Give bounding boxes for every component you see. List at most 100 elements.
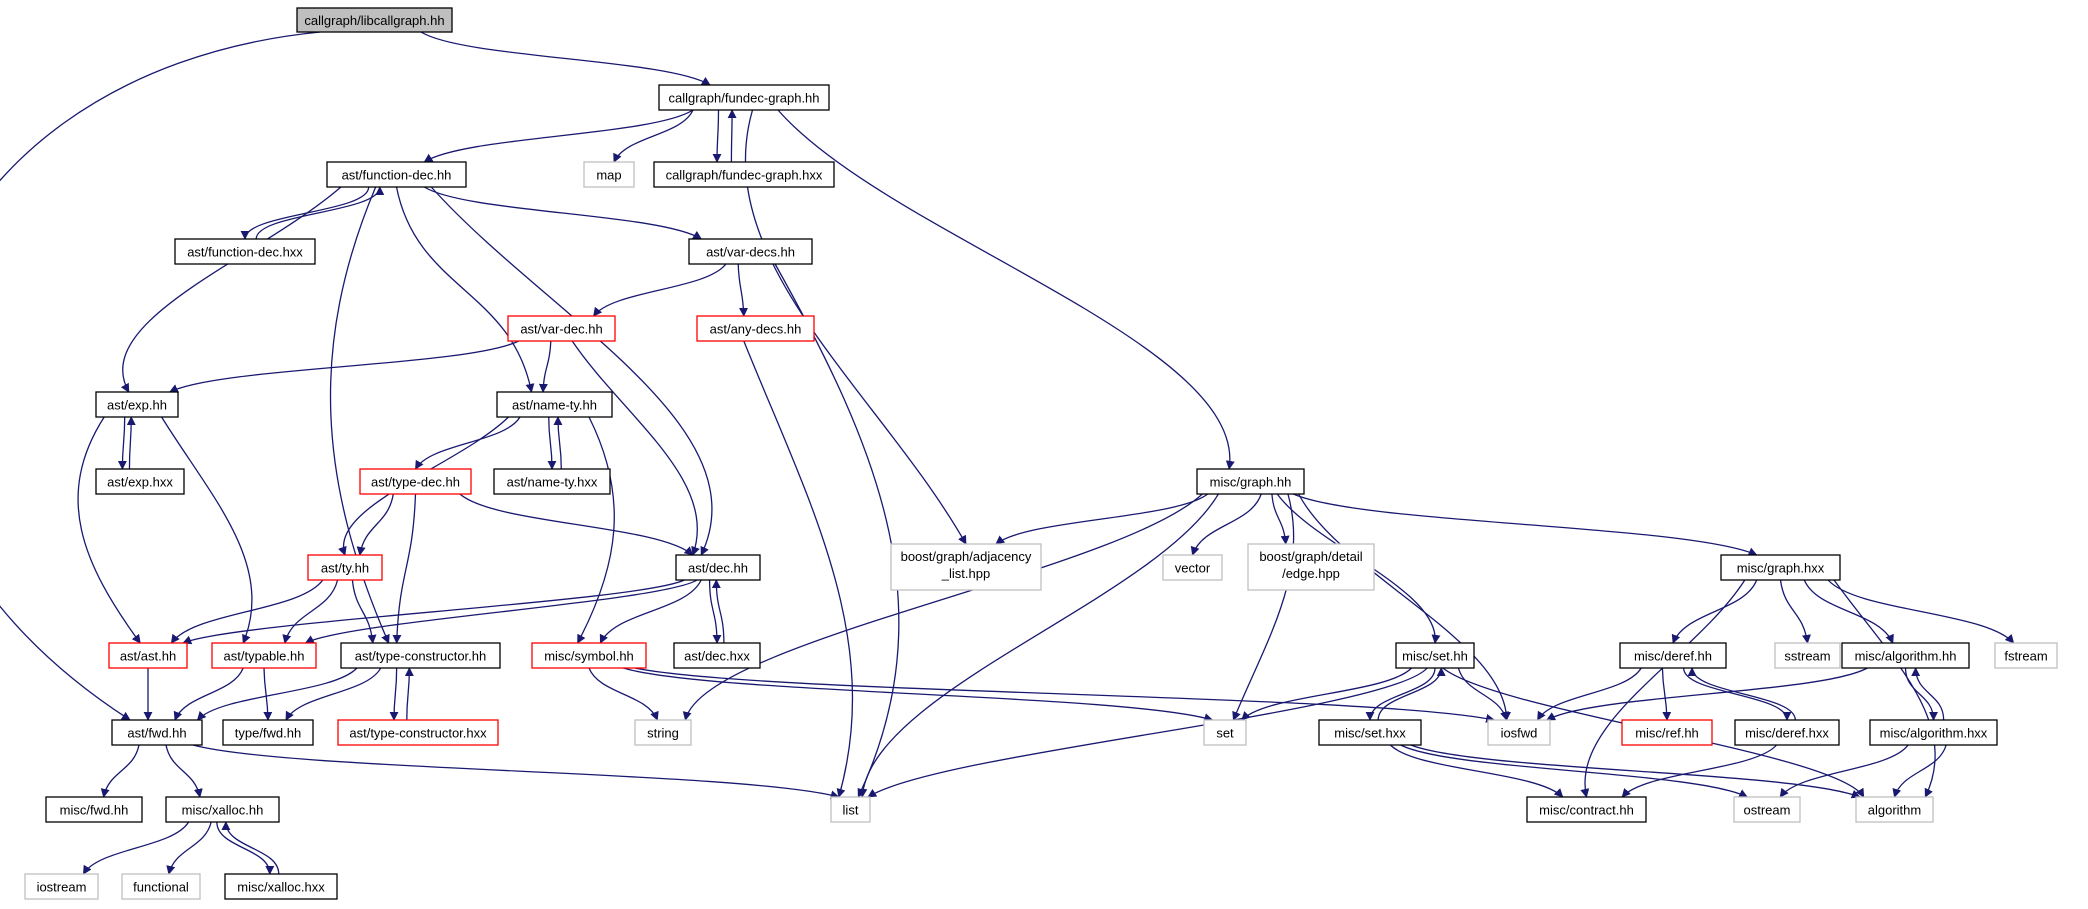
edge-xalloc-to-xalloc-hxx bbox=[216, 821, 275, 875]
node-sstream: sstream bbox=[1774, 642, 1841, 669]
node-label: misc/set.hxx bbox=[1334, 726, 1406, 741]
node-deref-hxx[interactable]: misc/deref.hxx bbox=[1734, 719, 1840, 746]
node-var-dec[interactable]: ast/var-dec.hh bbox=[507, 315, 616, 342]
node-label: misc/contract.hh bbox=[1539, 803, 1634, 818]
node-label: misc/graph.hh bbox=[1210, 475, 1292, 490]
node-contract[interactable]: misc/contract.hh bbox=[1526, 796, 1647, 823]
node-fwd[interactable]: ast/fwd.hh bbox=[111, 719, 203, 746]
node-type-dec[interactable]: ast/type-dec.hh bbox=[359, 468, 472, 495]
node-box bbox=[1203, 719, 1247, 746]
edge-name-ty-to-type-dec bbox=[414, 416, 521, 470]
node-label: type/fwd.hh bbox=[235, 726, 302, 741]
edge-function-dec-to-exp bbox=[120, 186, 342, 393]
node-label: misc/graph.hxx bbox=[1737, 561, 1825, 576]
node-set-hxx[interactable]: misc/set.hxx bbox=[1318, 719, 1422, 746]
node-graph[interactable]: misc/graph.hh bbox=[1196, 468, 1305, 495]
node-function-dec-hxx[interactable]: ast/function-dec.hxx bbox=[174, 238, 316, 265]
node-label: ast/name-ty.hxx bbox=[507, 475, 598, 490]
node-name-ty[interactable]: ast/name-ty.hh bbox=[496, 391, 613, 418]
node-label: misc/set.hh bbox=[1402, 649, 1468, 664]
node-fundec-graph-hxx[interactable]: callgraph/fundec-graph.hxx bbox=[653, 161, 835, 188]
node-label: vector bbox=[1175, 561, 1211, 576]
node-label: ast/exp.hxx bbox=[107, 475, 173, 490]
edge-name-ty-to-name-ty-hxx-back bbox=[553, 416, 563, 470]
edge-function-dec-to-dec bbox=[430, 186, 713, 556]
node-dec-hxx[interactable]: ast/dec.hxx bbox=[673, 642, 761, 669]
node-ty[interactable]: ast/ty.hh bbox=[307, 554, 383, 581]
edge-graph-hxx-to-fstream bbox=[1827, 579, 2015, 644]
edge-deref-to-deref-hxx bbox=[1682, 667, 1792, 721]
node-typable[interactable]: ast/typable.hh bbox=[211, 642, 317, 669]
edge-xalloc-to-iostream bbox=[82, 821, 190, 875]
node-box bbox=[1841, 642, 1970, 669]
node-label: algorithm bbox=[1868, 803, 1921, 818]
node-function-dec[interactable]: ast/function-dec.hh bbox=[326, 161, 467, 188]
edge-set-hxx-to-algorithm-std bbox=[1410, 744, 1861, 799]
node-ast[interactable]: ast/ast.hh bbox=[108, 642, 188, 669]
edge-algorithm-hh-to-algorithm-hxx-back bbox=[1911, 667, 1945, 721]
edge-graph-to-graph-hxx bbox=[1293, 493, 1758, 556]
node-exp-hxx[interactable]: ast/exp.hxx bbox=[95, 468, 185, 495]
node-label: misc/deref.hh bbox=[1634, 649, 1712, 664]
node-type-constructor[interactable]: ast/type-constructor.hh bbox=[340, 642, 501, 669]
edge-name-ty-to-name-ty-hxx bbox=[547, 416, 557, 470]
edge-fwd-to-misc-fwd bbox=[100, 744, 140, 798]
node-dec[interactable]: ast/dec.hh bbox=[675, 554, 761, 581]
node-var-decs[interactable]: ast/var-decs.hh bbox=[688, 238, 813, 265]
edge-var-decs-to-var-dec bbox=[593, 263, 727, 317]
edge-ty-to-ast bbox=[170, 579, 324, 644]
node-label: ast/dec.hxx bbox=[684, 649, 750, 664]
edge-graph-to-string bbox=[682, 493, 1203, 721]
node-adjacency: boost/graph/adjacency_list.hpp bbox=[890, 543, 1042, 591]
node-box bbox=[830, 796, 871, 823]
node-name-ty-hxx[interactable]: ast/name-ty.hxx bbox=[493, 468, 611, 495]
edge-ty-to-type-constructor bbox=[351, 579, 377, 644]
edge-type-dec-to-type-constructor bbox=[392, 493, 417, 644]
node-box bbox=[1247, 543, 1375, 591]
node-box bbox=[1855, 796, 1934, 823]
node-xalloc[interactable]: misc/xalloc.hh bbox=[165, 796, 280, 823]
edge-typable-to-fwd bbox=[173, 667, 244, 721]
file-nodes: callgraph/libcallgraph.hh callgraph/funde… bbox=[24, 7, 2058, 900]
node-box bbox=[1487, 719, 1551, 746]
edge-fwd-to-xalloc bbox=[165, 744, 203, 798]
node-exp[interactable]: ast/exp.hh bbox=[95, 391, 179, 418]
edge-algorithm-hxx-to-ostream bbox=[1779, 744, 1909, 798]
edge-type-dec-to-ty bbox=[356, 493, 394, 556]
edge-algorithm-hh-to-iosfwd bbox=[1546, 667, 1868, 721]
node-label: misc/xalloc.hh bbox=[182, 803, 264, 818]
node-label: misc/fwd.hh bbox=[60, 803, 129, 818]
node-fundec-graph[interactable]: callgraph/fundec-graph.hh bbox=[658, 84, 830, 111]
node-box bbox=[326, 161, 467, 188]
node-algorithm-hh[interactable]: misc/algorithm.hh bbox=[1841, 642, 1970, 669]
node-symbol[interactable]: misc/symbol.hh bbox=[531, 642, 647, 669]
node-box bbox=[1196, 468, 1305, 495]
node-algorithm-hxx[interactable]: misc/algorithm.hxx bbox=[1869, 719, 1998, 746]
node-misc-fwd[interactable]: misc/fwd.hh bbox=[45, 796, 143, 823]
node-type-fwd[interactable]: type/fwd.hh bbox=[222, 719, 314, 746]
node-libcallgraph[interactable]: callgraph/libcallgraph.hh bbox=[296, 7, 453, 33]
node-type-constructor-hxx[interactable]: ast/type-constructor.hxx bbox=[337, 719, 499, 746]
node-xalloc-hxx[interactable]: misc/xalloc.hxx bbox=[224, 873, 338, 900]
node-ref[interactable]: misc/ref.hh bbox=[1621, 719, 1713, 746]
node-any-decs[interactable]: ast/any-decs.hh bbox=[696, 315, 815, 342]
edge-set-to-iosfwd bbox=[1457, 667, 1509, 721]
node-box bbox=[359, 468, 472, 495]
edge-function-dec-to-name-ty bbox=[395, 186, 535, 393]
edge-typable-to-type-fwd bbox=[263, 667, 273, 721]
node-box bbox=[658, 84, 830, 111]
node-box bbox=[493, 468, 611, 495]
node-box bbox=[696, 315, 815, 342]
node-box bbox=[296, 7, 453, 33]
node-label: ast/ty.hh bbox=[321, 561, 369, 576]
node-box bbox=[45, 796, 143, 823]
node-label: ast/type-constructor.hh bbox=[355, 649, 487, 664]
node-set[interactable]: misc/set.hh bbox=[1395, 642, 1475, 669]
node-map: map bbox=[583, 161, 635, 188]
edge-deref-to-ref bbox=[1661, 667, 1672, 721]
node-label: ast/function-dec.hh bbox=[342, 168, 452, 183]
edge-set-to-set-hxx bbox=[1365, 667, 1436, 721]
node-label: ast/exp.hh bbox=[107, 398, 167, 413]
node-graph-hxx[interactable]: misc/graph.hxx bbox=[1720, 554, 1841, 581]
node-deref[interactable]: misc/deref.hh bbox=[1619, 642, 1727, 669]
